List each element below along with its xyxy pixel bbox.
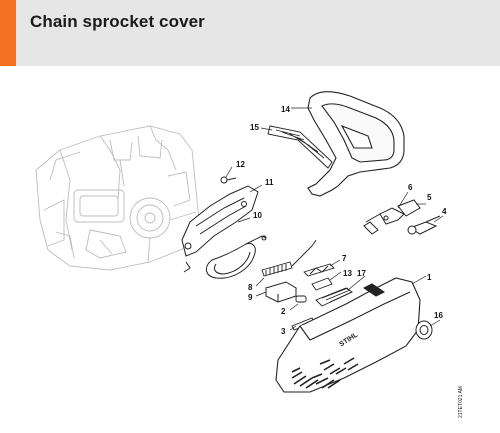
part-9-plate: [264, 281, 298, 303]
callout-2: 2: [281, 307, 286, 316]
part-6-lever: [363, 207, 405, 235]
callout-5: 5: [427, 193, 432, 202]
callout-3: 3: [281, 327, 286, 336]
leader-lines: [225, 107, 444, 331]
callout-1: 1: [427, 273, 432, 282]
callout-16: 16: [434, 311, 443, 320]
part-5-lever-plate: [397, 199, 421, 217]
part-8-spring: [261, 239, 317, 277]
callout-4: 4: [442, 207, 447, 216]
callout-10: 10: [253, 211, 262, 220]
part-14-hand-guard: [307, 91, 405, 197]
part-15-pad: [267, 125, 333, 169]
drawing-code: 21TET021 AM: [458, 386, 464, 418]
part-12-screw: [220, 176, 237, 184]
callout-8: 8: [248, 283, 253, 292]
callout-9: 9: [248, 293, 253, 302]
part-1-sprocket-cover: STIHL: [275, 277, 421, 393]
part-13-pin: [311, 277, 333, 291]
part-17-pad: [315, 287, 353, 307]
callout-numbers: 14 15 12 11 10 8 9 2 3 7 13 17 1 6 5 4 1…: [236, 105, 447, 336]
callout-6: 6: [408, 183, 413, 192]
callout-13: 13: [343, 269, 352, 278]
part-10-brake-band: [206, 235, 267, 279]
exploded-parts-diagram: STIHL: [35, 91, 464, 418]
callout-11: 11: [265, 178, 274, 187]
callout-14: 14: [281, 105, 290, 114]
callout-7: 7: [342, 254, 347, 263]
callout-12: 12: [236, 160, 245, 169]
callout-17: 17: [357, 269, 366, 278]
part-2-sleeve: [295, 295, 307, 303]
part-4-tensioner: [407, 215, 441, 235]
callout-15: 15: [250, 123, 259, 132]
page-title: Chain sprocket cover: [30, 12, 205, 31]
engine-block-outline: [35, 125, 201, 271]
part-16-nut: [415, 320, 433, 340]
header-bar: Chain sprocket cover: [0, 0, 500, 66]
header-accent: [0, 0, 16, 66]
part-7-clip: [303, 263, 335, 277]
part-11-brake-cover: [181, 185, 259, 273]
